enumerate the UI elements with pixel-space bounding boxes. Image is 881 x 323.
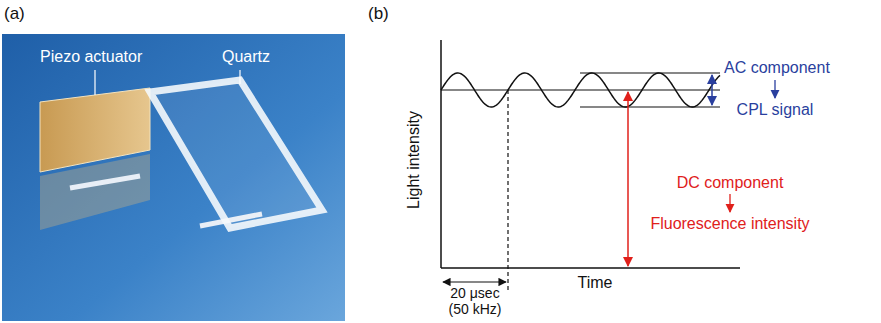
photo-background [2,34,345,321]
part-name: Piezo actuator [40,48,142,66]
dimension: 20 μsec [450,285,499,301]
reflection [40,154,150,230]
leader-line [239,70,240,84]
sine-wave [441,73,720,107]
signal-name: Fluorescence intensity [650,215,809,233]
x-axis [441,267,740,269]
axis-title: Time [578,274,613,292]
y-axis [440,40,442,268]
axis-title: Light intensity [405,111,423,209]
quartz-frame [150,80,322,228]
part-name: Quartz [222,48,270,66]
signal-name: AC component [724,59,830,77]
down-arrow [729,194,730,212]
panel-label: (b) [368,4,389,24]
signal-name: DC component [677,174,784,192]
period-marker [507,90,508,290]
period-arrow [443,281,506,282]
ac-arrow [711,75,713,105]
down-arrow [774,80,775,98]
dc-arrow [627,92,629,266]
quartz-glass [150,80,322,228]
ac-max [580,72,720,73]
signal-name: CPL signal [737,101,814,119]
ac-min [580,106,720,107]
dc-level [441,89,720,90]
dimension: (50 kHz) [449,301,502,317]
stem [70,176,140,188]
panel-label: (a) [4,4,25,24]
leader-line [94,70,95,95]
